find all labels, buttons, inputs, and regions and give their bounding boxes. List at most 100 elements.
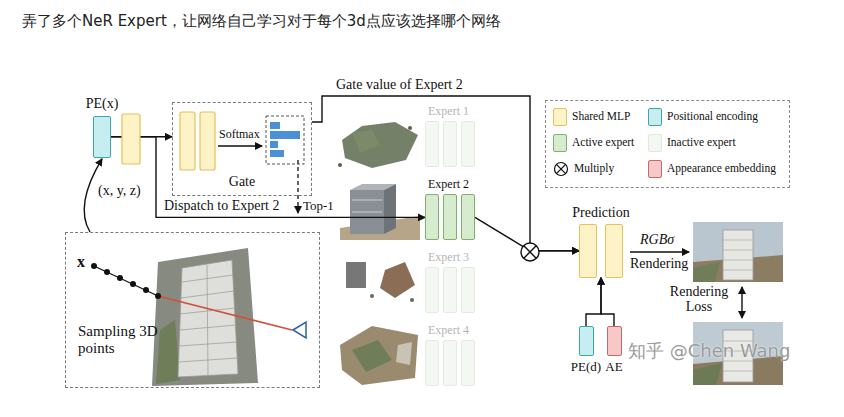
expert-box: Expert 4 bbox=[425, 323, 481, 386]
expert-box: Expert 2 bbox=[425, 177, 481, 240]
art-shape bbox=[293, 322, 306, 338]
label-wrap: RGBσ bbox=[640, 232, 674, 249]
layer-box bbox=[443, 267, 457, 313]
direction-encoding: PE(d) bbox=[569, 326, 603, 375]
expert-label: Expert 1 bbox=[425, 104, 481, 118]
gate-box: Gate bbox=[172, 102, 312, 196]
art-shape bbox=[352, 130, 380, 152]
title-wrap: 弄了多个NeR Expert，让网络自己学习对于每个3d点应该选择哪个网络 bbox=[22, 12, 501, 30]
art-shape bbox=[556, 164, 565, 173]
art-shape bbox=[521, 243, 539, 261]
art-shape bbox=[396, 342, 412, 365]
legend-swatch bbox=[648, 160, 662, 178]
encoding-box bbox=[93, 116, 111, 158]
embedding-box bbox=[579, 326, 594, 356]
layer-box bbox=[579, 224, 597, 278]
art-shape bbox=[266, 116, 304, 164]
gate-label: Gate bbox=[173, 174, 311, 191]
expert-label: Expert 2 bbox=[425, 177, 481, 191]
prediction-mlp: Prediction bbox=[565, 205, 637, 278]
legend-text: Appearance embedding bbox=[667, 162, 776, 176]
art-shape bbox=[155, 293, 161, 299]
expert-box: Expert 3 bbox=[425, 250, 481, 313]
layer-box bbox=[425, 121, 439, 167]
art-shape bbox=[91, 263, 97, 269]
art-shape bbox=[350, 190, 384, 234]
art-shape bbox=[693, 262, 720, 282]
point-cloud bbox=[340, 326, 418, 385]
legend-item: Active expert bbox=[553, 134, 634, 152]
expert-layers bbox=[425, 267, 475, 313]
art-shape bbox=[408, 126, 412, 130]
art-shape bbox=[270, 150, 284, 157]
appearance-embedding: AE bbox=[603, 326, 625, 375]
art-shape bbox=[693, 222, 783, 282]
legend-box: Shared MLP Positional encodingActive expe… bbox=[545, 100, 790, 188]
legend-swatch bbox=[648, 134, 662, 152]
point-cloud bbox=[340, 184, 420, 240]
art-shape bbox=[94, 266, 158, 296]
output-label: RGBσ bbox=[640, 232, 674, 249]
embedding-label: PE(d) bbox=[569, 359, 603, 375]
art-shape bbox=[723, 270, 753, 271]
layer-box bbox=[461, 340, 475, 386]
connector bbox=[586, 278, 601, 326]
legend-swatch bbox=[553, 134, 567, 152]
legend-item: Shared MLP bbox=[553, 108, 630, 126]
connector bbox=[111, 137, 425, 218]
edge-label: (x, y, z) bbox=[96, 183, 143, 200]
label-wrap: Rendering Loss bbox=[662, 284, 736, 315]
art-shape bbox=[200, 112, 215, 170]
rendered-image bbox=[693, 222, 783, 282]
edge-label-wrap: (x, y, z) bbox=[96, 183, 143, 200]
page-title: 弄了多个NeR Expert，让网络自己学习对于每个3d点应该选择哪个网络 bbox=[22, 12, 501, 30]
art-shape bbox=[270, 141, 278, 148]
text-wrap: Gate bbox=[173, 174, 311, 191]
art-shape bbox=[352, 200, 382, 201]
legend-swatch bbox=[648, 108, 662, 126]
point-cloud bbox=[346, 262, 415, 302]
operation-label: Softmax bbox=[219, 127, 260, 141]
legend-item: Multiply bbox=[553, 160, 614, 178]
legend-text: Active expert bbox=[572, 136, 634, 150]
process-label: Rendering bbox=[630, 256, 688, 273]
expert-label: Expert 3 bbox=[425, 250, 481, 264]
label-wrap: 知乎 @Chen Wang bbox=[628, 340, 790, 362]
label-wrap: Rendering bbox=[630, 256, 688, 273]
art-shape bbox=[524, 246, 537, 259]
prediction-label: Prediction bbox=[565, 205, 637, 222]
art-shape bbox=[158, 296, 292, 330]
art-shape bbox=[117, 275, 123, 281]
art-shape bbox=[180, 325, 236, 330]
legend-text: Multiply bbox=[574, 162, 614, 176]
render-arrow bbox=[630, 251, 689, 252]
connector bbox=[601, 278, 614, 326]
connector bbox=[312, 96, 579, 251]
edge-label-wrap: Dispatch to Expert 2 bbox=[162, 198, 281, 215]
legend-text: Positional encoding bbox=[667, 110, 758, 124]
art-shape bbox=[723, 250, 753, 251]
art-shape bbox=[297, 160, 298, 213]
sampling-panel: Sampling 3D points bbox=[65, 232, 320, 388]
art-shape bbox=[370, 294, 374, 298]
art-shape bbox=[342, 122, 418, 168]
layer-box bbox=[605, 224, 623, 278]
text-wrap: Sampling 3D points bbox=[78, 323, 158, 358]
encoding-node: PE(x) bbox=[82, 96, 122, 158]
art-shape bbox=[556, 164, 565, 173]
art-shape bbox=[380, 262, 415, 298]
expert-layers bbox=[425, 121, 475, 167]
art-shape bbox=[723, 260, 753, 261]
art-shape bbox=[346, 262, 366, 288]
art-shape bbox=[384, 184, 396, 234]
edge-label-wrap: Gate value of Expert 2 bbox=[334, 77, 465, 94]
art-shape bbox=[270, 131, 300, 139]
art-shape bbox=[340, 326, 418, 385]
layer-box bbox=[461, 194, 475, 240]
art-shape bbox=[104, 269, 110, 275]
edge-label: Gate value of Expert 2 bbox=[334, 77, 465, 94]
art-shape bbox=[410, 298, 414, 302]
art-shape bbox=[723, 230, 753, 280]
layer-box bbox=[425, 340, 439, 386]
